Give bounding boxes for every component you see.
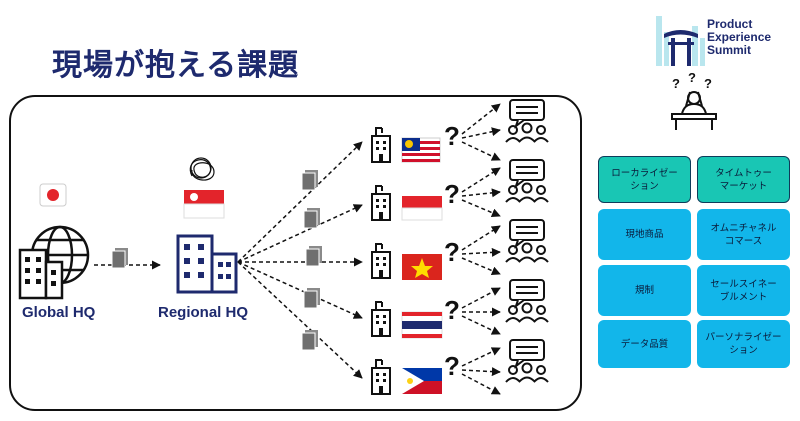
torii-skyline-icon bbox=[656, 16, 705, 66]
confused-person-icon: ? ? ? bbox=[671, 72, 717, 130]
regional-hq-windows bbox=[184, 244, 231, 279]
global-hq-building-icon bbox=[18, 225, 90, 300]
svg-text:?: ? bbox=[444, 295, 460, 325]
indonesia-flag-icon bbox=[401, 196, 443, 221]
customer-group-icon bbox=[505, 99, 549, 143]
malaysia-flag-icon bbox=[401, 137, 441, 163]
svg-text:?: ? bbox=[672, 76, 680, 91]
challenge-sales-enablement: セールスイネー ブルメント bbox=[697, 265, 790, 316]
thailand-flag-icon bbox=[401, 311, 443, 339]
challenge-time-to-market: タイムトゥー マーケット bbox=[697, 156, 790, 203]
global-hq-label: Global HQ bbox=[22, 304, 96, 321]
customer-group-icon bbox=[505, 219, 549, 263]
svg-text:?: ? bbox=[704, 76, 712, 91]
philippines-flag-icon bbox=[402, 368, 442, 394]
challenge-omnichannel-commerce: オムニチャネル コマース bbox=[697, 209, 790, 260]
regional-hq-label: Regional HQ bbox=[158, 304, 249, 321]
global-hq-windows bbox=[25, 257, 56, 286]
challenge-local-products: 現地商品 bbox=[598, 209, 691, 260]
challenge-data-quality: データ品質 bbox=[598, 320, 691, 368]
country-row-vietnam: ? bbox=[371, 237, 460, 280]
diagram-panel bbox=[9, 95, 582, 411]
country-row-thailand: ? bbox=[371, 295, 460, 339]
regional-arrows bbox=[237, 141, 363, 379]
challenge-localization: ローカライゼー ション bbox=[598, 156, 691, 203]
svg-text:?: ? bbox=[444, 121, 460, 151]
customer-group-icon bbox=[505, 339, 549, 383]
regional-hq-building-icon bbox=[176, 234, 238, 294]
tangled-thought-icon bbox=[189, 157, 215, 181]
japan-flag-icon bbox=[39, 183, 67, 207]
fanout-arrows bbox=[461, 103, 501, 395]
singapore-flag-icon bbox=[183, 190, 225, 219]
customer-group-icon bbox=[505, 159, 549, 203]
svg-text:?: ? bbox=[444, 351, 460, 381]
page-title: 現場が抱える課題 bbox=[52, 48, 300, 83]
svg-text:?: ? bbox=[444, 179, 460, 209]
country-row-malaysia: ? bbox=[371, 121, 460, 163]
challenge-regulation: 規制 bbox=[598, 265, 691, 316]
country-row-philippines: ? bbox=[371, 351, 460, 395]
product-experience-summit-logo: Product Experience Summit bbox=[652, 8, 792, 68]
svg-text:?: ? bbox=[444, 237, 460, 267]
customer-group-icon bbox=[505, 279, 549, 323]
svg-text:?: ? bbox=[688, 72, 696, 85]
challenge-personalization: パーソナライゼー ション bbox=[697, 320, 790, 368]
logo-text: Product Experience Summit bbox=[707, 17, 772, 57]
country-row-indonesia: ? bbox=[371, 179, 460, 221]
vietnam-flag-icon bbox=[402, 254, 442, 280]
